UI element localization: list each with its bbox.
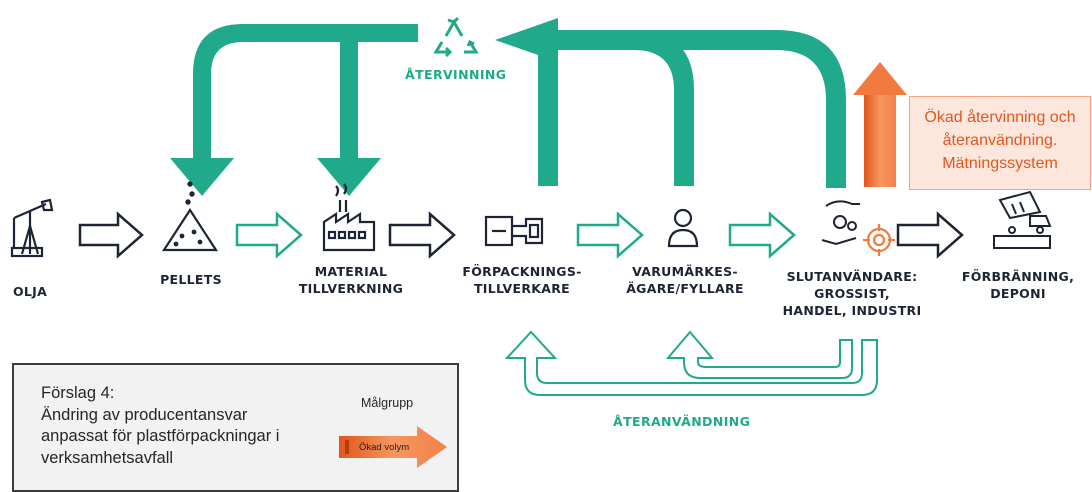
legend-arrow-label: Ökad volym — [359, 442, 410, 453]
flow-arrow-3 — [388, 211, 456, 259]
flow-arrow-2 — [235, 211, 303, 259]
callout-box: Ökad återvinning och återanvändning. Mät… — [909, 96, 1091, 190]
reuse-flow-arrows — [504, 330, 878, 396]
callout-text: Ökad återvinning och återanvändning. Mät… — [924, 109, 1076, 172]
recycling-label: ÅTERVINNING — [405, 67, 507, 82]
pellet-pile-icon — [161, 181, 219, 252]
flow-arrow-6 — [896, 211, 964, 259]
flow-arrow-1 — [78, 211, 144, 259]
hand-gears-icon — [821, 200, 860, 246]
recycling-icon — [433, 16, 479, 58]
stage-label-slutanvandare: SLUTANVÄNDARE: GROSSIST, HANDEL, INDUSTR… — [782, 269, 922, 318]
stage-label-forpackning: FÖRPACKNINGS- TILLVERKARE — [462, 264, 582, 296]
process-arrows — [78, 211, 964, 259]
increase-arrow — [853, 62, 907, 187]
legend-target-label: Målgrupp — [361, 396, 414, 410]
stage-label-forbranning: FÖRBRÄNNING, DEPONI — [961, 269, 1075, 301]
legend-text: Förslag 4: Ändring av producentansvar an… — [41, 384, 280, 467]
recycling-flow-arrows — [170, 18, 846, 196]
stage-label-varumarke: VARUMÄRKES- ÄGARE/FYLLARE — [626, 264, 744, 296]
legend-volume-arrow — [339, 426, 447, 468]
flow-arrow-4 — [576, 211, 644, 259]
stage-label-pellets: PELLETS — [160, 272, 222, 287]
stage-label-olja: OLJA — [12, 284, 48, 299]
reuse-label: ÅTERANVÄNDNING — [613, 414, 751, 429]
factory-icon — [322, 183, 376, 252]
packaging-machine-icon — [484, 215, 544, 247]
legend-box: Förslag 4: Ändring av producentansvar an… — [12, 363, 459, 492]
person-icon — [667, 208, 699, 248]
stage-label-material: MATERIAL TILLVERKNING — [298, 264, 404, 296]
flow-arrow-5 — [728, 211, 796, 259]
oil-pump-icon — [10, 198, 54, 258]
dump-truck-icon — [993, 190, 1052, 249]
target-icon — [863, 224, 895, 256]
